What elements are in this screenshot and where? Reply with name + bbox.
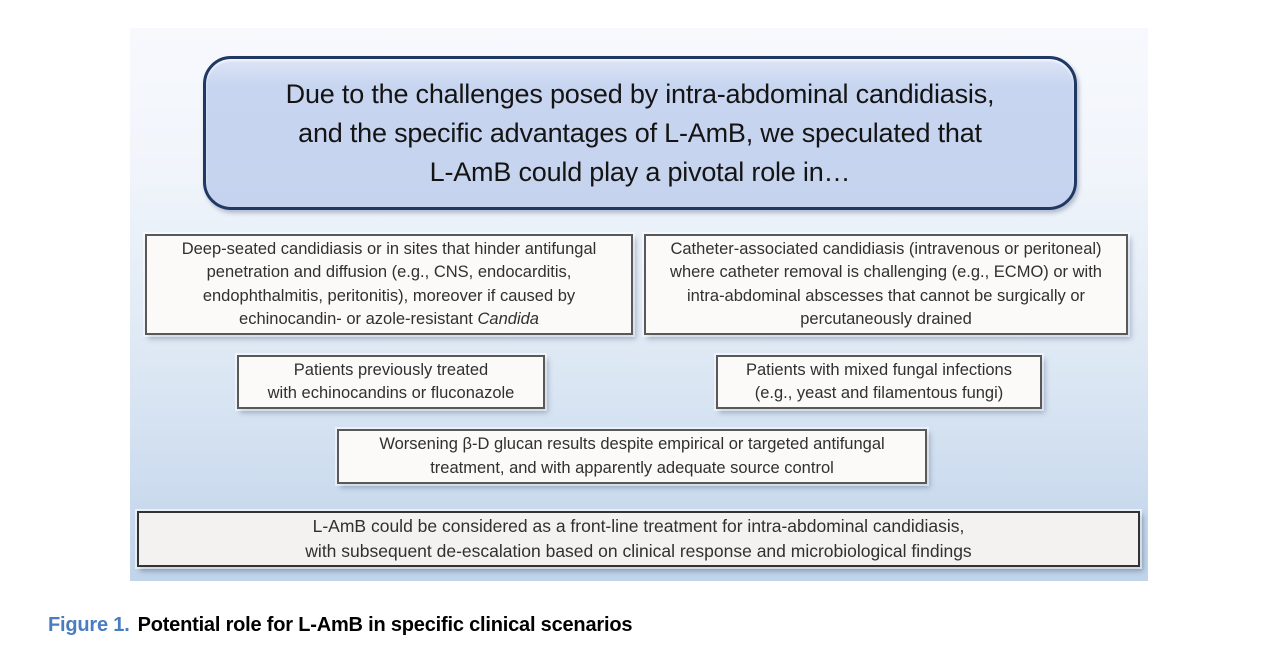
scenario-text-line: where catheter removal is challenging (e… [670,263,1102,281]
scenario-text-line: (e.g., yeast and filamentous fungi) [754,384,1004,402]
scenario-text-line: percutaneously drained [800,310,972,328]
figure-background: Due to the challenges posed by intra-abd… [130,28,1148,581]
scenario-text-line: with echinocandins or fluconazole [267,384,515,402]
scenario-box-deep-seated: Deep-seated candidiasis or in sites that… [145,234,633,335]
scenario-text-line: Worsening β-D glucan results despite emp… [379,435,885,453]
premise-box: Due to the challenges posed by intra-abd… [203,56,1077,210]
figure-caption-label: Figure 1. [48,614,130,636]
scenario-text-line: Patients previously treated [293,360,489,379]
scenario-text-line: Patients with mixed fungal infections [746,360,1012,379]
premise-line: and the specific advantages of L-AmB, we… [298,117,982,148]
scenario-text-line: echinocandin- or azole-resistant Candida [239,310,539,328]
scenario-text-line: Catheter-associated candidiasis (intrave… [670,239,1102,258]
scenario-box-previously-treated: Patients previously treated with echinoc… [237,355,545,409]
conclusion-text-line: with subsequent de-escalation based on c… [305,541,972,561]
scenario-text-line: treatment, and with apparently adequate … [430,458,834,477]
scenario-text-line: penetration and diffusion (e.g., CNS, en… [206,263,572,281]
premise-line: L-AmB could play a pivotal role in… [429,156,851,187]
scenario-text-line: intra-abdominal abscesses that cannot be… [686,286,1086,305]
scenario-text-line: Deep-seated candidiasis or in sites that… [181,239,597,258]
candida-italic-text: Candida [477,310,539,328]
scenario-box-catheter: Catheter-associated candidiasis (intrave… [644,234,1128,335]
scenario-box-beta-d-glucan: Worsening β-D glucan results despite emp… [337,429,927,484]
premise-line: Due to the challenges posed by intra-abd… [285,78,995,109]
figure-caption-title: Potential role for L-AmB in specific cli… [137,614,633,636]
conclusion-text-line: L-AmB could be considered as a front-lin… [312,516,965,536]
figure-caption: Figure 1. Potential role for L-AmB in spe… [48,614,632,637]
scenario-box-mixed-fungal: Patients with mixed fungal infections (e… [716,355,1042,409]
conclusion-box: L-AmB could be considered as a front-lin… [137,511,1140,567]
scenario-text-line: endophthalmitis, peritonitis), moreover … [202,286,576,305]
